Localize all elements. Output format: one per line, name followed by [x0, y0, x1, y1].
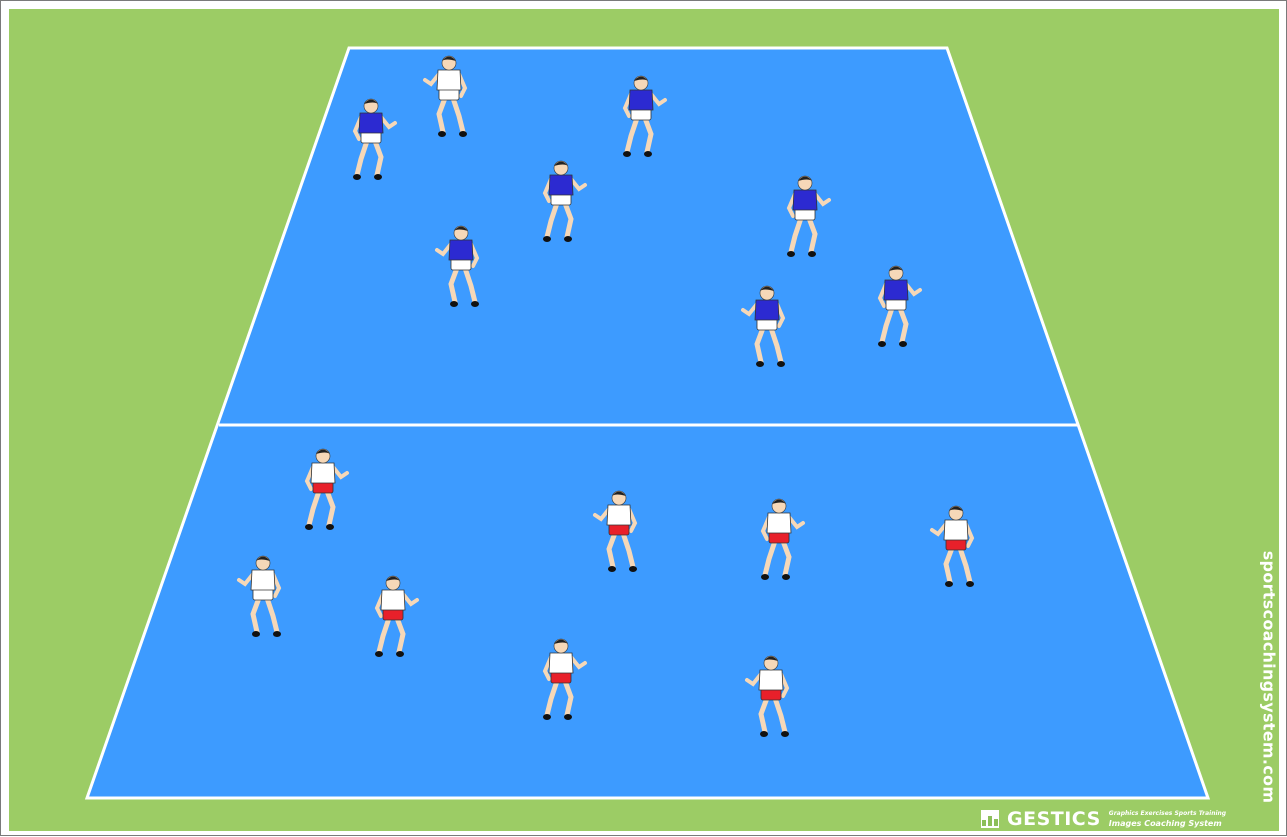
brand-tagline: Graphics Exercises Sports Training Image…	[1109, 809, 1226, 829]
gestics-brand: GESTICS Graphics Exercises Sports Traini…	[981, 807, 1226, 831]
website-watermark: sportscoachingsystem.com	[1260, 551, 1279, 804]
brand-name: GESTICS	[1007, 808, 1101, 830]
gestics-logo-icon	[981, 810, 999, 828]
brand-tagline-line2: Images Coaching System	[1109, 819, 1226, 829]
brand-tagline-line1: Graphics Exercises Sports Training	[1109, 809, 1226, 819]
